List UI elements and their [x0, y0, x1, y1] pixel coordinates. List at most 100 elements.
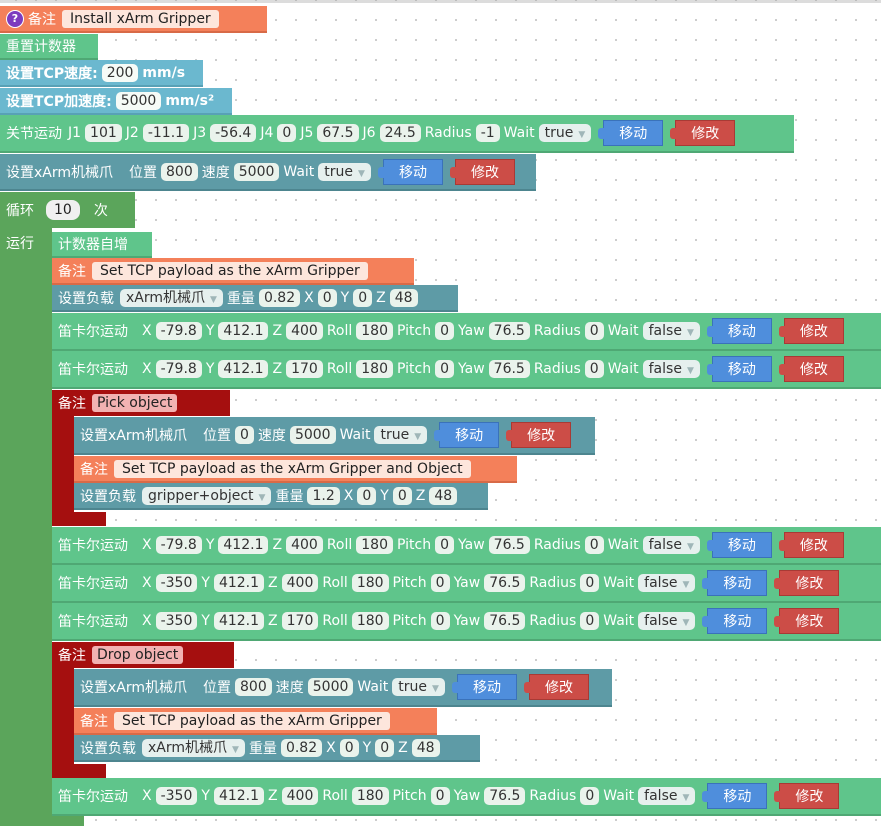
gripper-block[interactable]: 设置xArm机械爪 位置 800 速度 5000 Wait true▼ 移动 修… [74, 669, 612, 707]
note-block[interactable]: 备注 Set TCP payload as the xArm Gripper a… [74, 456, 517, 483]
j6-input[interactable]: 24.5 [379, 124, 421, 142]
move-button[interactable]: 移动 [702, 570, 768, 596]
j3-input[interactable]: -56.4 [210, 124, 257, 142]
note-text-field[interactable]: Set TCP payload as the xArm Gripper and … [114, 459, 471, 478]
roll-input[interactable]: 180 [351, 612, 389, 630]
pitch-input[interactable]: 0 [435, 360, 455, 378]
modify-button[interactable]: 修改 [774, 570, 840, 596]
j2-input[interactable]: -11.1 [142, 124, 190, 142]
move-button[interactable]: 移动 [377, 158, 443, 185]
modify-button[interactable]: 修改 [778, 532, 844, 558]
yaw-input[interactable]: 76.5 [484, 612, 526, 630]
x-input[interactable]: 0 [317, 288, 337, 307]
modify-button[interactable]: 修改 [778, 356, 844, 382]
payload-dropdown[interactable]: xArm机械爪▼ [142, 738, 245, 757]
tcp-speed-block[interactable]: 设置TCP速度: 200 mm/s [0, 60, 203, 87]
roll-input[interactable]: 180 [356, 322, 393, 340]
joint-move-block[interactable]: 关节运动 J1 101 J2 -11.1 J3 -56.4 J4 0 J5 67… [0, 115, 794, 153]
z-input[interactable]: 400 [286, 536, 323, 554]
pitch-input[interactable]: 0 [430, 787, 450, 805]
radius-input[interactable]: 0 [580, 787, 600, 805]
modify-button[interactable]: 修改 [774, 608, 840, 634]
payload-dropdown[interactable]: gripper+object▼ [142, 486, 272, 505]
speed-input[interactable]: 5000 [289, 426, 336, 444]
x-input[interactable]: -350 [155, 612, 198, 630]
radius-input[interactable]: -1 [475, 124, 500, 142]
x-input[interactable]: 0 [357, 486, 377, 505]
note-text-field[interactable]: Drop object [92, 646, 184, 664]
radius-input[interactable]: 0 [584, 360, 604, 378]
modify-button[interactable]: 修改 [506, 422, 572, 448]
tcp-speed-input[interactable]: 200 [101, 63, 139, 82]
drop-comment-header[interactable]: 备注 Drop object [52, 644, 184, 666]
x-input[interactable]: -350 [155, 574, 198, 592]
move-button[interactable]: 移动 [702, 608, 768, 634]
yaw-input[interactable]: 76.5 [488, 360, 530, 378]
z-input[interactable]: 170 [281, 612, 319, 630]
z-input[interactable]: 48 [429, 486, 458, 505]
weight-input[interactable]: 0.82 [280, 738, 323, 757]
y-input[interactable]: 412.1 [213, 787, 265, 805]
wait-dropdown[interactable]: true▼ [318, 162, 371, 181]
radius-input[interactable]: 0 [580, 574, 600, 592]
y-input[interactable]: 412.1 [218, 322, 269, 340]
pick-comment-header[interactable]: 备注 Pick object [52, 392, 178, 414]
tcp-acc-input[interactable]: 5000 [115, 91, 162, 110]
move-button[interactable]: 移动 [598, 120, 664, 146]
loop-header[interactable]: 循环 10 次 [0, 196, 108, 224]
wait-dropdown[interactable]: false▼ [642, 536, 700, 554]
yaw-input[interactable]: 76.5 [488, 322, 530, 340]
wait-dropdown[interactable]: false▼ [642, 322, 700, 340]
wait-dropdown[interactable]: false▼ [638, 574, 696, 592]
z-input[interactable]: 170 [286, 360, 323, 378]
position-input[interactable]: 800 [235, 678, 272, 696]
y-input[interactable]: 0 [353, 288, 373, 307]
gripper-block[interactable]: 设置xArm机械爪 位置 800 速度 5000 Wait true▼ 移动 修… [0, 154, 536, 191]
x-input[interactable]: -79.8 [155, 322, 202, 340]
x-input[interactable]: -350 [155, 787, 198, 805]
wait-dropdown[interactable]: true▼ [374, 426, 428, 444]
wait-dropdown[interactable]: true▼ [392, 678, 445, 696]
modify-button[interactable]: 修改 [670, 120, 736, 146]
payload-block[interactable]: 设置负载 gripper+object▼ 重量 1.2 X 0 Y 0 Z 48 [74, 483, 488, 510]
help-icon[interactable]: ? [6, 9, 24, 28]
modify-button[interactable]: 修改 [778, 318, 844, 344]
roll-input[interactable]: 180 [351, 574, 389, 592]
modify-button[interactable]: 修改 [774, 783, 840, 809]
note-block[interactable]: 备注 Set TCP payload as the xArm Gripper [52, 258, 414, 285]
counter-increment-block[interactable]: 计数器自增 [52, 232, 152, 258]
y-input[interactable]: 412.1 [213, 612, 265, 630]
note-text-field[interactable]: Pick object [92, 394, 178, 412]
speed-input[interactable]: 5000 [307, 678, 354, 696]
wait-dropdown[interactable]: false▼ [638, 787, 696, 805]
z-input[interactable]: 400 [286, 322, 323, 340]
position-input[interactable]: 800 [161, 162, 198, 181]
note-text-field[interactable]: Set TCP payload as the xArm Gripper [114, 711, 390, 730]
payload-block[interactable]: 设置负载 xArm机械爪▼ 重量 0.82 X 0 Y 0 Z 48 [74, 735, 480, 762]
payload-dropdown[interactable]: xArm机械爪▼ [120, 288, 223, 307]
payload-block[interactable]: 设置负载 xArm机械爪▼ 重量 0.82 X 0 Y 0 Z 48 [52, 285, 458, 312]
modify-button[interactable]: 修改 [449, 158, 515, 185]
radius-input[interactable]: 0 [580, 612, 600, 630]
yaw-input[interactable]: 76.5 [488, 536, 530, 554]
speed-input[interactable]: 5000 [233, 162, 280, 181]
move-button[interactable]: 移动 [434, 422, 500, 448]
note-block[interactable]: 备注 Set TCP payload as the xArm Gripper [74, 708, 437, 735]
j4-input[interactable]: 0 [277, 124, 297, 142]
roll-input[interactable]: 180 [351, 787, 389, 805]
radius-input[interactable]: 0 [584, 536, 604, 554]
wait-dropdown[interactable]: false▼ [642, 360, 700, 378]
note-block[interactable]: ? 备注 Install xArm Gripper [0, 6, 267, 33]
move-button[interactable]: 移动 [706, 356, 772, 382]
y-input[interactable]: 412.1 [218, 360, 269, 378]
x-input[interactable]: -79.8 [155, 536, 202, 554]
z-input[interactable]: 48 [411, 738, 440, 757]
gripper-block[interactable]: 设置xArm机械爪 位置 0 速度 5000 Wait true▼ 移动 修改 [74, 417, 595, 455]
y-input[interactable]: 0 [392, 486, 412, 505]
z-input[interactable]: 400 [281, 787, 319, 805]
yaw-input[interactable]: 76.5 [484, 787, 526, 805]
wait-dropdown[interactable]: false▼ [638, 612, 696, 630]
